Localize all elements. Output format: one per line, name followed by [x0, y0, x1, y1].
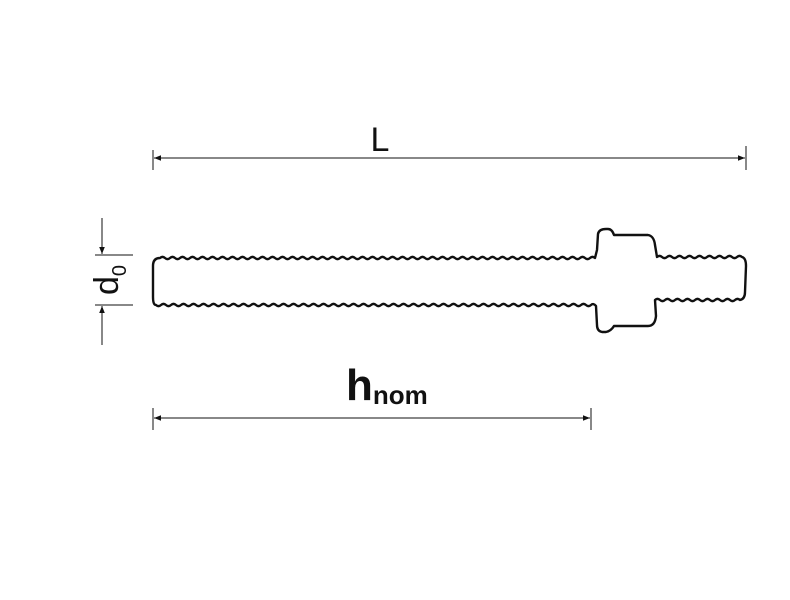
length-dimension: L: [152, 121, 747, 170]
embedment-depth-dimension: hnom: [152, 361, 592, 430]
diameter-dimension: d0: [88, 218, 133, 345]
diameter-label: d0: [88, 265, 131, 295]
threaded-rod: [151, 227, 748, 334]
length-label: L: [371, 121, 390, 159]
embedment-label: hnom: [346, 361, 428, 410]
